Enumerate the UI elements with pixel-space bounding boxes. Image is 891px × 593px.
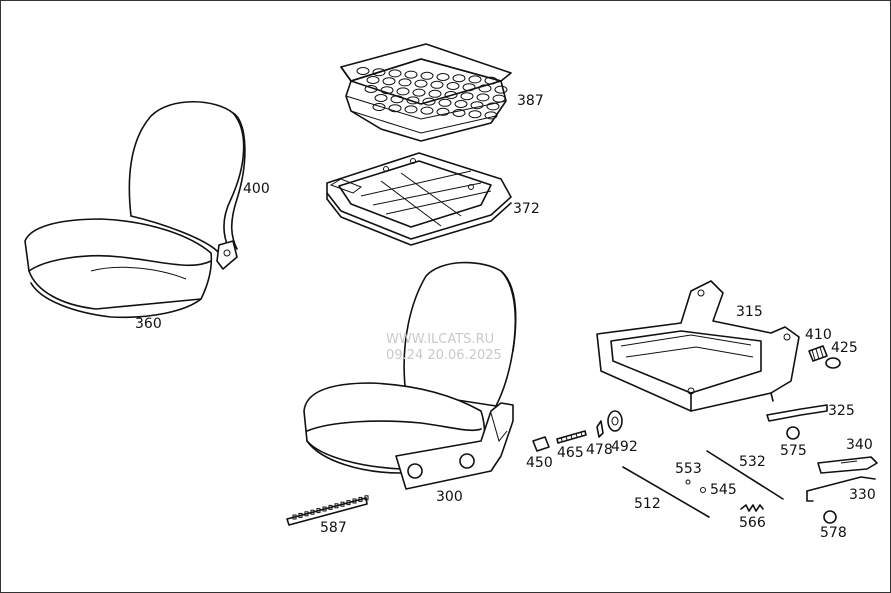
lever-325[interactable] xyxy=(766,404,828,422)
seat-assembly-300[interactable] xyxy=(303,261,517,490)
part-label-532[interactable]: 532 xyxy=(739,454,766,470)
part-label-387[interactable]: 387 xyxy=(517,93,544,109)
knob-578[interactable] xyxy=(823,510,837,524)
part-label-340[interactable]: 340 xyxy=(846,437,873,453)
backrest-400[interactable] xyxy=(128,100,246,270)
spring-465[interactable] xyxy=(556,430,587,444)
part-label-315[interactable]: 315 xyxy=(736,304,763,320)
rod-532[interactable] xyxy=(706,450,784,500)
slide-rail-587[interactable] xyxy=(286,495,369,526)
part-label-478[interactable]: 478 xyxy=(586,442,613,458)
lever-330[interactable] xyxy=(806,476,876,502)
part-label-465[interactable]: 465 xyxy=(557,445,584,461)
part-label-330[interactable]: 330 xyxy=(849,487,876,503)
part-label-360[interactable]: 360 xyxy=(135,316,162,332)
part-label-512[interactable]: 512 xyxy=(634,496,661,512)
cap-425[interactable] xyxy=(825,357,841,369)
part-label-575[interactable]: 575 xyxy=(780,443,807,459)
part-label-545[interactable]: 545 xyxy=(710,482,737,498)
bracket-340[interactable] xyxy=(817,456,878,474)
part-label-325[interactable]: 325 xyxy=(828,403,855,419)
part-label-410[interactable]: 410 xyxy=(805,327,832,343)
pin-478[interactable] xyxy=(596,420,604,438)
watermark-line2: 09.24 20.06.2025 xyxy=(386,348,502,363)
part-label-450[interactable]: 450 xyxy=(526,455,553,471)
spring-mat-387[interactable] xyxy=(340,43,512,142)
knob-450[interactable] xyxy=(532,436,550,452)
rod-512[interactable] xyxy=(622,466,710,518)
seat-cushion-360[interactable] xyxy=(24,218,213,319)
clip-545[interactable] xyxy=(700,487,706,493)
part-label-492[interactable]: 492 xyxy=(611,439,638,455)
part-label-425[interactable]: 425 xyxy=(831,340,858,356)
base-frame-315[interactable] xyxy=(596,280,800,412)
part-label-372[interactable]: 372 xyxy=(513,201,540,217)
part-label-566[interactable]: 566 xyxy=(739,515,766,531)
seat-frame-372[interactable] xyxy=(326,152,512,246)
part-label-400[interactable]: 400 xyxy=(243,181,270,197)
clip-553[interactable] xyxy=(685,479,691,485)
part-label-300[interactable]: 300 xyxy=(436,489,463,505)
gear-492[interactable] xyxy=(607,410,623,432)
knob-410[interactable] xyxy=(808,345,828,362)
watermark-line1: WWW.ILCATS.RU xyxy=(386,332,494,347)
part-label-578[interactable]: 578 xyxy=(820,525,847,541)
part-label-587[interactable]: 587 xyxy=(320,520,347,536)
part-label-553[interactable]: 553 xyxy=(675,461,702,477)
spring-566[interactable] xyxy=(740,504,764,512)
knob-575[interactable] xyxy=(786,426,800,440)
